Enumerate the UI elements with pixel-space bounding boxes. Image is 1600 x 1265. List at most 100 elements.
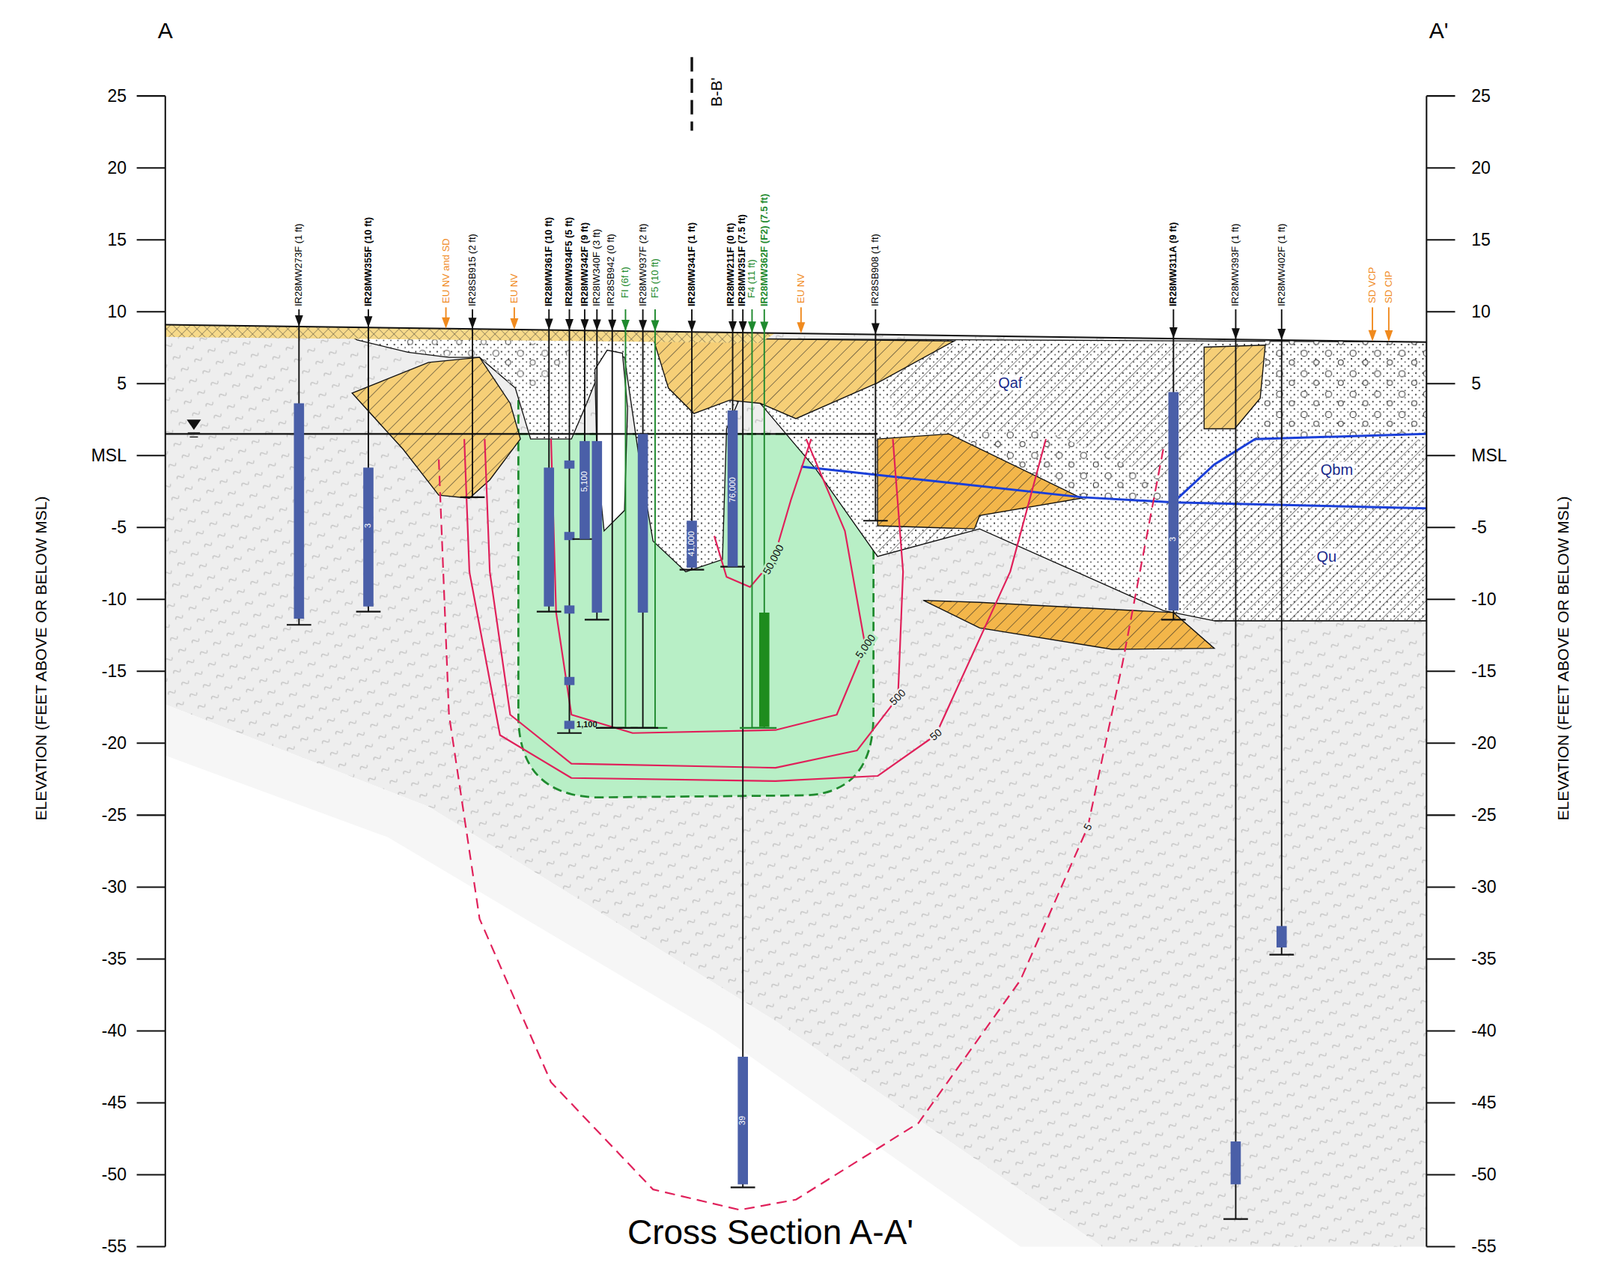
axis-value: -25 <box>1471 805 1496 824</box>
axis-value: 25 <box>107 86 127 105</box>
well-label: IR28MW402F (1 ft) <box>1276 223 1288 307</box>
concentration-value: 3 <box>1169 536 1179 542</box>
axis-value: -30 <box>101 877 127 896</box>
concentration-value: 41,000 <box>687 531 697 558</box>
axis-tick <box>137 1245 166 1247</box>
well-arrow <box>728 321 737 333</box>
axis-tick <box>1426 382 1455 385</box>
well-bottom <box>460 496 486 498</box>
well-arrow <box>364 315 373 328</box>
unit-label: Qaf <box>996 375 1024 391</box>
section-reference: B-B' <box>708 77 725 107</box>
axis-tick <box>137 885 166 888</box>
axis-title: ELEVATION (FEET ABOVE OR BELOW MSL) <box>32 496 49 821</box>
well-label: IR28MW342F (9 ft) <box>579 222 590 307</box>
concentration-value: 76,000 <box>728 476 738 503</box>
well-screen <box>564 460 576 469</box>
axis-tick <box>137 813 166 816</box>
axis-tick <box>137 238 166 241</box>
well-casing <box>1281 309 1283 955</box>
well-screen <box>737 1056 748 1184</box>
well-arrow <box>580 318 589 331</box>
sample-arrow <box>796 321 805 334</box>
axis-value: -35 <box>101 949 127 968</box>
axis-value: -55 <box>1471 1236 1496 1255</box>
axis-value: MSL <box>1471 446 1507 465</box>
well-casing <box>654 309 656 728</box>
axis-tick <box>137 382 166 385</box>
sample-label: SD CIP <box>1383 270 1395 303</box>
axis-value: -20 <box>101 733 127 752</box>
axis-tick <box>137 957 166 960</box>
contour-line <box>551 438 866 733</box>
well-bottom <box>595 727 659 729</box>
well-label: IR28MW362F (F2) (7.5 ft) <box>759 193 770 307</box>
well-screen <box>564 604 576 614</box>
well-label: F5 (10 ft) <box>649 258 661 298</box>
well-label: IR28IW340F (3 ft) <box>591 229 602 307</box>
axis-tick <box>1426 741 1455 744</box>
well-arrow <box>738 321 748 333</box>
axis-tick <box>1426 95 1455 97</box>
axis-value: -10 <box>1471 589 1496 608</box>
axis-value: -15 <box>101 661 127 680</box>
well-label: IR28MW273F (1 ft) <box>293 223 304 307</box>
axis-value: 5 <box>1471 374 1481 393</box>
well-label: IR28SB915 (2 ft) <box>467 233 478 307</box>
well-arrow <box>1231 327 1240 340</box>
axis-tick <box>1426 1173 1455 1175</box>
well-casing <box>1234 309 1237 1219</box>
sample-label: SD VCP <box>1367 266 1378 303</box>
sample-arrow <box>441 317 450 329</box>
sample-arrow <box>1368 330 1377 342</box>
well-bottom <box>1223 1218 1249 1220</box>
well-bottom <box>730 1185 756 1188</box>
well-arrow <box>688 320 697 332</box>
axis-tick <box>1426 238 1455 241</box>
well-arrow <box>294 315 304 327</box>
section-end: A' <box>1429 18 1449 43</box>
sample-label: EU NV and SD <box>440 238 452 304</box>
well-screen <box>637 433 649 613</box>
well-screen <box>363 467 374 606</box>
well-screen <box>579 440 590 540</box>
axis-tick <box>137 1101 166 1103</box>
axis-tick <box>1426 310 1455 313</box>
well-arrow <box>871 323 880 335</box>
axis-value: 10 <box>1471 302 1491 321</box>
axis-value: -5 <box>1471 518 1487 537</box>
axis-value: -50 <box>1471 1164 1496 1183</box>
axis-value: -20 <box>1471 733 1496 752</box>
well-arrow <box>651 320 660 332</box>
contour-line <box>484 438 903 768</box>
well-label: IR28MW934F5 (5 ft) <box>564 217 576 307</box>
well-bottom <box>584 618 610 620</box>
axis-tick <box>1426 166 1455 169</box>
well-arrow <box>1169 327 1178 339</box>
axis-value: -30 <box>1471 877 1496 896</box>
axis-title: ELEVATION (FEET ABOVE OR BELOW MSL) <box>1555 496 1572 821</box>
well-arrow <box>565 318 574 331</box>
well-screen <box>564 676 576 686</box>
well-bottom <box>679 569 705 571</box>
axis-tick <box>1426 670 1455 672</box>
well-bottom <box>863 519 888 522</box>
axis-value: -40 <box>101 1021 127 1040</box>
section-title: Cross Section A-A' <box>627 1213 914 1250</box>
concentration-value: 5,100 <box>580 471 590 493</box>
well-arrow <box>1277 328 1286 340</box>
axis-value: 20 <box>107 158 127 177</box>
axis-value: -35 <box>1471 949 1496 968</box>
well-bottom <box>1269 953 1294 955</box>
axis-tick <box>137 454 166 456</box>
well-label: IR28MW211F (0 ft) <box>725 223 736 307</box>
axis-tick <box>1426 957 1455 960</box>
axis-tick <box>1426 813 1455 816</box>
well-label: IR28MW361F (10 ft) <box>543 217 555 307</box>
axis-tick <box>1426 1101 1455 1103</box>
well-label: F4 (11 ft) <box>747 259 758 298</box>
well-arrow <box>607 319 617 331</box>
axis-value: -15 <box>1471 661 1496 680</box>
well-arrow <box>592 318 602 331</box>
